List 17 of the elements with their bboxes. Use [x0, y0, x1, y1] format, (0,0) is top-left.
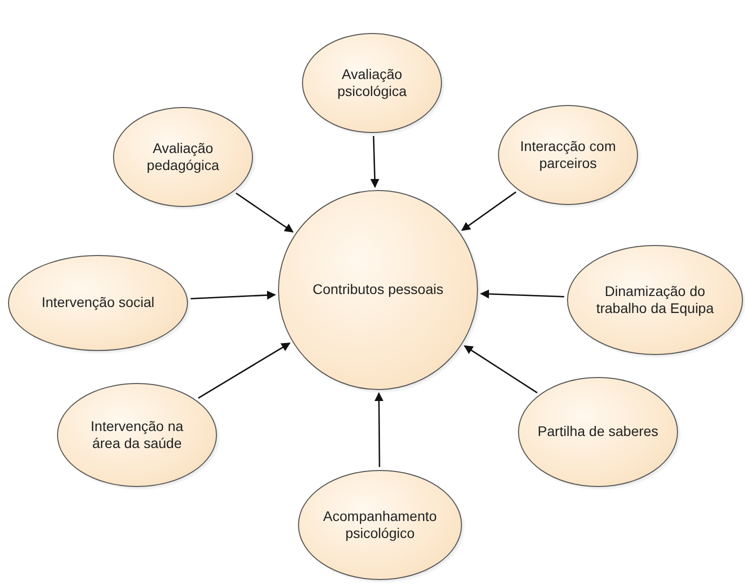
node-label: Contributos pessoais [312, 281, 444, 299]
node-label: Acompanhamento psicológico [322, 508, 438, 542]
arrow [374, 392, 384, 467]
arrow [370, 136, 380, 188]
node-label: Avaliação pedagógica [146, 140, 220, 174]
arrow [198, 342, 291, 399]
node-label: Avaliação psicológica [336, 66, 408, 100]
node-label: Intervenção na área da saúde [90, 418, 184, 452]
node-label: Intervenção social [42, 294, 154, 312]
arrow [480, 290, 564, 298]
arrow [236, 192, 294, 233]
node-label: Dinamização do trabalho da Equipa [595, 282, 715, 318]
arrow [190, 290, 276, 300]
arrow [461, 191, 516, 231]
node-label: Interacção com parceiros [519, 138, 617, 172]
node-label: Partilha de saberes [538, 423, 658, 441]
arrow [464, 345, 538, 394]
